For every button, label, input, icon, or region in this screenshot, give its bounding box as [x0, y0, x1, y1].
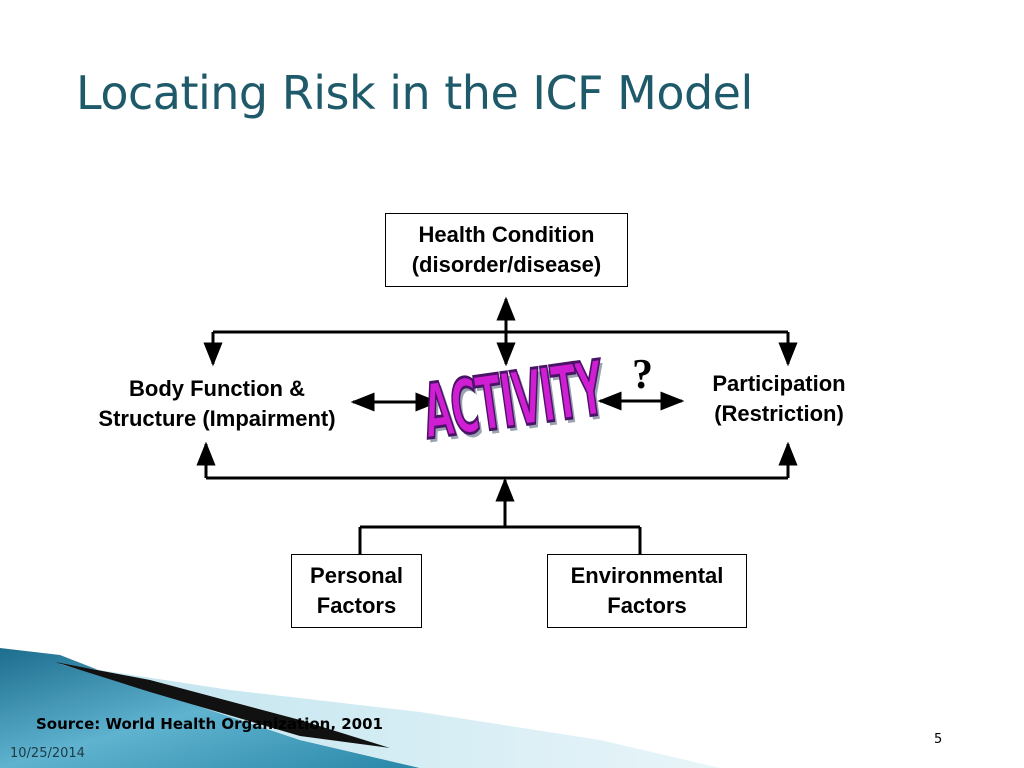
participation-line2: (Restriction): [714, 401, 844, 426]
health-condition-box: Health Condition (disorder/disease): [385, 213, 628, 287]
body-function-line2: Structure (Impairment): [98, 406, 336, 431]
body-function-line1: Body Function &: [129, 376, 305, 401]
participation-label: Participation (Restriction): [694, 369, 864, 429]
personal-factors-line1: Personal: [310, 563, 403, 588]
environmental-factors-line2: Factors: [607, 593, 687, 618]
swoosh-pale: [60, 664, 720, 768]
health-condition-line2: (disorder/disease): [411, 252, 602, 277]
personal-factors-line2: Factors: [316, 593, 397, 618]
participation-line1: Participation: [712, 371, 846, 396]
source-citation: Source: World Health Organization, 2001: [36, 715, 383, 733]
personal-factors-box: Personal Factors: [291, 554, 422, 628]
swoosh-teal: [0, 648, 420, 768]
swoosh-dark-band: [55, 662, 390, 748]
environmental-factors-box: Environmental Factors: [547, 554, 747, 628]
body-function-label: Body Function & Structure (Impairment): [76, 374, 358, 434]
question-mark: ?: [632, 352, 653, 398]
environmental-factors-line1: Environmental: [570, 563, 724, 588]
page-number: 5: [934, 732, 943, 747]
slide-date: 10/25/2014: [10, 746, 85, 761]
slide-title: Locating Risk in the ICF Model: [76, 66, 753, 120]
health-condition-line1: Health Condition: [418, 222, 595, 247]
